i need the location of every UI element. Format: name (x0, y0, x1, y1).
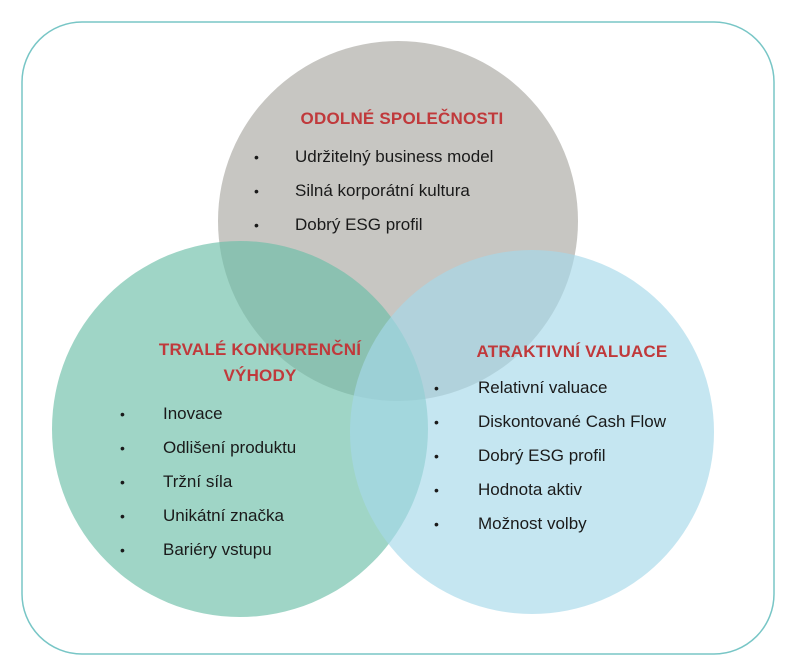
list-item: • Relativní valuace (425, 371, 725, 405)
bullet-icon: • (434, 414, 439, 430)
list-item-label: Udržitelný business model (295, 147, 494, 166)
list-item: • Inovace (110, 397, 350, 431)
circle-top-content: ODOLNÉ SPOLEČNOSTI • Udržitelný business… (242, 106, 562, 242)
list-item: • Tržní síla (110, 465, 350, 499)
list-item-label: Hodnota aktiv (478, 480, 582, 499)
bullet-icon: • (434, 380, 439, 396)
bullet-icon: • (120, 406, 125, 422)
bullet-icon: • (434, 516, 439, 532)
list-item-label: Relativní valuace (478, 378, 608, 397)
bullet-icon: • (254, 217, 259, 233)
circle-left-list: • Inovace • Odlišení produktu • Tržní sí… (110, 397, 350, 567)
list-item: • Silná korporátní kultura (242, 174, 562, 208)
list-item: • Diskontované Cash Flow (425, 405, 725, 439)
list-item-label: Dobrý ESG profil (295, 215, 423, 234)
circle-left-title-line: VÝHODY (223, 366, 297, 385)
frame-border (21, 21, 775, 655)
circle-left-title: TRVALÉ KONKURENČNÍ VÝHODY (140, 337, 380, 389)
list-item-label: Odlišení produktu (163, 438, 297, 457)
circle-top-list: • Udržitelný business model • Silná korp… (242, 140, 562, 242)
list-item: • Bariéry vstupu (110, 533, 350, 567)
bullet-icon: • (120, 542, 125, 558)
circle-right (350, 250, 714, 614)
bullet-icon: • (434, 448, 439, 464)
list-item: • Dobrý ESG profil (425, 439, 725, 473)
list-item: • Možnost volby (425, 507, 725, 541)
list-item-label: Tržní síla (163, 472, 233, 491)
list-item-label: Bariéry vstupu (163, 540, 272, 559)
list-item-label: Diskontované Cash Flow (478, 412, 667, 431)
circle-top-title: ODOLNÉ SPOLEČNOSTI (300, 109, 504, 128)
circle-left (52, 241, 428, 617)
list-item-label: Unikátní značka (163, 506, 284, 525)
list-item-label: Silná korporátní kultura (295, 181, 470, 200)
list-item: • Hodnota aktiv (425, 473, 725, 507)
list-item-label: Dobrý ESG profil (478, 446, 606, 465)
circle-left-title-line: TRVALÉ KONKURENČNÍ (158, 340, 362, 359)
list-item: • Dobrý ESG profil (242, 208, 562, 242)
bullet-icon: • (120, 440, 125, 456)
list-item: • Odlišení produktu (110, 431, 350, 465)
bullet-icon: • (120, 474, 125, 490)
bullet-icon: • (434, 482, 439, 498)
bullet-icon: • (254, 183, 259, 199)
list-item: • Udržitelný business model (242, 140, 562, 174)
bullet-icon: • (254, 149, 259, 165)
list-item: • Unikátní značka (110, 499, 350, 533)
circle-right-list: • Relativní valuace • Diskontované Cash … (425, 371, 725, 541)
bullet-icon: • (120, 508, 125, 524)
list-item-label: Inovace (163, 404, 223, 423)
list-item-label: Možnost volby (478, 514, 587, 533)
circle-right-title: ATRAKTIVNÍ VALUACE (476, 342, 668, 361)
